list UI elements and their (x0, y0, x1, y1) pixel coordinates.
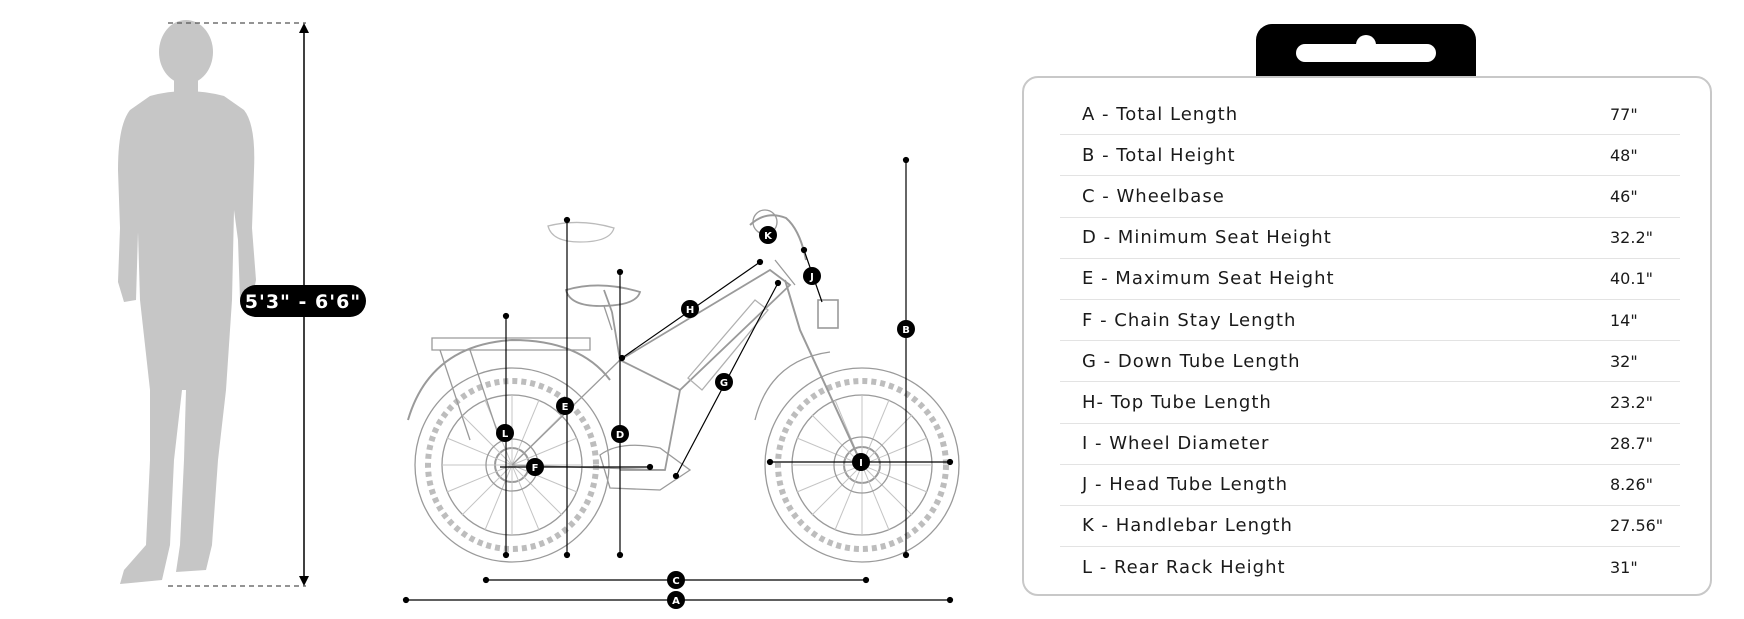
spec-row-minimum-seat-height: D - Minimum Seat Height 32.2" (1060, 218, 1680, 259)
svg-text:C: C (672, 576, 679, 587)
svg-text:E: E (562, 402, 569, 413)
spec-value: 77" (1610, 104, 1638, 124)
spec-label: J - Head Tube Length (1082, 474, 1289, 496)
spec-row-chain-stay-length: F - Chain Stay Length 14" (1060, 300, 1680, 342)
spec-row-head-tube-length: J - Head Tube Length 8.26" (1060, 465, 1680, 506)
dimension-markers: A B C D E F G H I J K L (496, 226, 915, 609)
spec-value: 32" (1610, 351, 1638, 371)
marker-c: C (667, 571, 685, 589)
marker-f: F (526, 458, 544, 476)
spec-value: 8.26" (1610, 475, 1653, 495)
marker-e: E (556, 397, 574, 415)
spec-value: 40.1" (1610, 269, 1653, 289)
spec-row-total-length: A - Total Length 77" (1060, 94, 1680, 136)
spec-value: 28.7" (1610, 434, 1653, 454)
spec-card: A - Total Length 77" B - Total Height 48… (1022, 76, 1712, 596)
spec-value: 31" (1610, 558, 1638, 578)
spec-label: H- Top Tube Length (1082, 391, 1272, 413)
marker-g: G (715, 373, 733, 391)
svg-text:A: A (672, 596, 680, 607)
marker-a: A (667, 591, 685, 609)
marker-l: L (496, 424, 514, 442)
spec-value: 32.2" (1610, 228, 1653, 248)
rider-height-dimension: 5'3" - 6'6" (168, 22, 366, 587)
svg-text:G: G (720, 378, 728, 389)
spec-label: C - Wheelbase (1082, 185, 1225, 207)
svg-text:K: K (764, 231, 773, 242)
spec-value: 23.2" (1610, 392, 1653, 412)
spec-row-top-tube-length: H- Top Tube Length 23.2" (1060, 382, 1680, 424)
ebike-line-drawing (407, 209, 960, 563)
spec-row-handlebar-length: K - Handlebar Length 27.56" (1060, 506, 1680, 548)
spec-label: I - Wheel Diameter (1082, 433, 1270, 455)
hang-tag-tab (1256, 24, 1476, 78)
spec-label: L - Rear Rack Height (1082, 557, 1286, 579)
spec-label: D - Minimum Seat Height (1082, 227, 1332, 249)
svg-text:I: I (859, 458, 863, 469)
height-range-badge (240, 285, 366, 317)
svg-text:F: F (532, 463, 539, 474)
spec-row-wheelbase: C - Wheelbase 46" (1060, 176, 1680, 218)
spec-value: 27.56" (1610, 516, 1664, 536)
spec-value: 14" (1610, 310, 1638, 330)
svg-text:L: L (502, 429, 509, 440)
height-range-text: 5'3" - 6'6" (245, 291, 361, 313)
spec-list: A - Total Length 77" B - Total Height 48… (1060, 94, 1680, 588)
spec-value: 48" (1610, 145, 1638, 165)
person-silhouette (118, 20, 256, 584)
spec-value: 46" (1610, 186, 1638, 206)
spec-label: A - Total Length (1082, 103, 1239, 125)
dimension-lines (402, 156, 954, 604)
marker-d: D (611, 425, 629, 443)
svg-text:J: J (809, 272, 814, 283)
marker-h: H (681, 300, 699, 318)
spec-label: K - Handlebar Length (1082, 515, 1293, 537)
spec-label: E - Maximum Seat Height (1082, 268, 1335, 290)
spec-label: F - Chain Stay Length (1082, 309, 1297, 331)
hang-tag-hole (1356, 35, 1376, 55)
spec-row-wheel-diameter: I - Wheel Diameter 28.7" (1060, 424, 1680, 465)
spec-row-maximum-seat-height: E - Maximum Seat Height 40.1" (1060, 259, 1680, 300)
spec-row-down-tube-length: G - Down Tube Length 32" (1060, 341, 1680, 383)
marker-b: B (897, 320, 915, 338)
svg-text:H: H (686, 305, 694, 316)
spec-row-total-height: B - Total Height 48" (1060, 135, 1680, 177)
svg-text:B: B (902, 325, 910, 336)
spec-row-rear-rack-height: L - Rear Rack Height 31" (1060, 547, 1680, 588)
svg-text:D: D (616, 430, 624, 441)
marker-j: J (803, 267, 821, 285)
spec-label: G - Down Tube Length (1082, 350, 1301, 372)
marker-k: K (759, 226, 777, 244)
spec-label: B - Total Height (1082, 144, 1236, 166)
marker-i: I (852, 453, 870, 471)
